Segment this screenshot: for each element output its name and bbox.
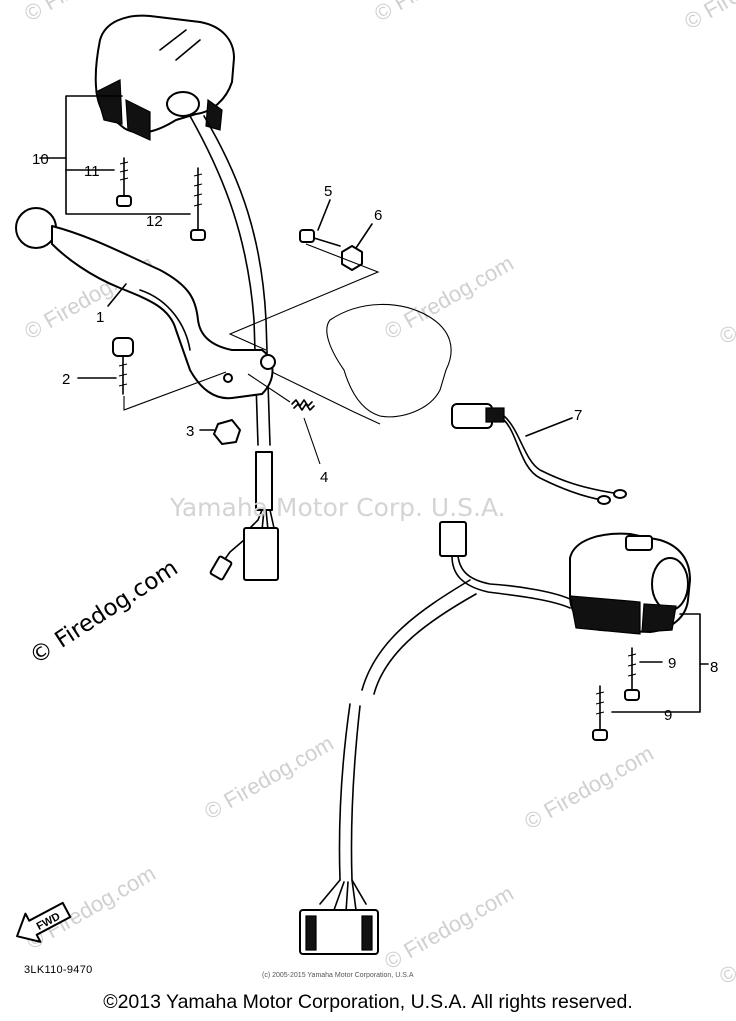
bolt-5 [299, 229, 341, 247]
callout-11: 11 [84, 163, 100, 180]
callout-9b: 9 [664, 707, 672, 724]
callout-12: 12 [146, 213, 163, 230]
right-switch-harness [299, 521, 573, 955]
nut-6 [341, 245, 363, 271]
bracket-8 [611, 613, 709, 713]
callout-8: 8 [710, 659, 718, 676]
perch-guide [271, 371, 381, 425]
leader-7 [525, 417, 573, 437]
screw-9a [624, 647, 640, 701]
bolt-2-guide [123, 371, 227, 411]
watermark-far-right: © Firedog.com [680, 0, 736, 34]
spring-4 [291, 399, 315, 411]
nut-3 [213, 419, 241, 445]
screw-11 [116, 157, 132, 207]
screw-9b [592, 685, 608, 741]
leader-5 [317, 199, 331, 231]
leader-1 [107, 283, 127, 307]
watermark-right-edge: © Firedog.com [715, 255, 736, 349]
pivot-bolt-2 [112, 337, 134, 395]
callout-2: 2 [62, 371, 70, 388]
watermark-mid-right-2: © Firedog.com [520, 740, 658, 834]
callout-1: 1 [96, 309, 104, 326]
watermark-lower-left: © Firedog.com [22, 860, 160, 954]
part-code: 3LK110-9470 [24, 964, 93, 976]
watermark-lower-right: © Firedog.com [715, 895, 736, 989]
callout-5: 5 [324, 183, 332, 200]
callout-6: 6 [374, 207, 382, 224]
leader-6 [355, 223, 373, 249]
screw-12 [190, 167, 206, 241]
callout-4: 4 [320, 469, 328, 486]
small-copyright: (c) 2005-2015 Yamaha Motor Corporation, … [262, 972, 414, 979]
right-switch-housing [569, 532, 691, 635]
callout-7: 7 [574, 407, 582, 424]
clutch-perch-outline [326, 303, 452, 418]
callout-10: 10 [32, 151, 49, 168]
left-switch-harness [189, 115, 279, 581]
watermark-lower-mid: © Firedog.com [380, 880, 518, 974]
watermark-mid-right: © Firedog.com [380, 250, 518, 344]
watermark-left-black: © Firedog.com [25, 555, 183, 670]
leader-4 [303, 417, 321, 465]
watermark-top-right: © Firedog.com [370, 0, 508, 26]
bracket-5-6 [228, 243, 380, 351]
callout-3: 3 [186, 423, 194, 440]
spring-4-guide [247, 373, 291, 403]
footer-copyright: ©2013 Yamaha Motor Corporation, U.S.A. A… [103, 991, 633, 1013]
upper-switch-housing [94, 14, 235, 141]
watermark-mid-left-2: © Firedog.com [200, 730, 338, 824]
clutch-lever [15, 207, 276, 400]
clutch-switch-7 [451, 403, 627, 505]
bracket-10 [39, 95, 191, 215]
callout-9a: 9 [668, 655, 676, 672]
center-watermark: Yamaha Motor Corp. U.S.A. [169, 493, 506, 522]
